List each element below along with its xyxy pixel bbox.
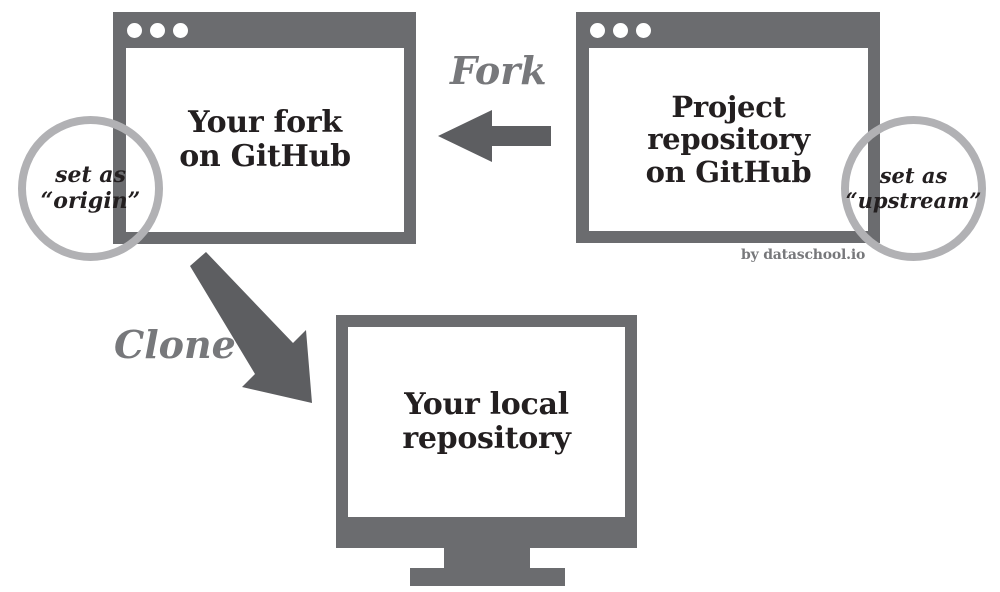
project-window-titlebar [576,12,880,48]
monitor-stand-foot [410,568,565,586]
monitor-screen: Your local repository [348,327,625,517]
upstream-badge-line-1: set as [879,163,948,189]
window-maximize-dot-icon[interactable] [173,23,188,38]
project-window-title-line-1: Project [671,89,786,124]
fork-browser-window: Your fork on GitHub [113,12,416,244]
window-close-dot-icon[interactable] [127,23,142,38]
window-minimize-dot-icon[interactable] [613,23,628,38]
monitor-title: Your local repository [402,387,571,456]
fork-arrow-icon [438,110,551,162]
origin-badge-line-1: set as [55,161,126,188]
window-close-dot-icon[interactable] [590,23,605,38]
project-window-title-line-3: on GitHub [645,154,812,189]
project-window-title-line-2: repository [647,122,810,157]
upstream-badge-line-2: “upstream” [845,187,982,213]
fork-window-titlebar [113,12,416,48]
fork-window-screen: Your fork on GitHub [126,48,404,232]
project-browser-window: Project repository on GitHub [576,12,880,243]
fork-window-title-line-1: Your fork [188,105,342,141]
upstream-badge: set as “upstream” [841,116,986,261]
project-window-screen: Project repository on GitHub [589,48,868,231]
clone-arrow-label: Clone [114,322,236,367]
window-maximize-dot-icon[interactable] [636,23,651,38]
fork-arrow-label: Fork [450,48,547,93]
origin-badge: set as “origin” [18,116,163,261]
fork-window-traffic-lights [127,23,188,38]
local-repository-monitor: Your local repository [336,315,637,548]
attribution-text: by dataschool.io [741,247,866,263]
window-minimize-dot-icon[interactable] [150,23,165,38]
monitor-title-line-2: repository [402,421,571,456]
monitor-title-line-1: Your local [404,387,569,423]
monitor-stand-neck [444,548,530,569]
project-window-title: Project repository on GitHub [645,89,812,189]
fork-window-title: Your fork on GitHub [179,106,351,173]
fork-window-title-line-2: on GitHub [179,139,351,174]
origin-badge-line-2: “origin” [40,187,141,214]
project-window-traffic-lights [590,23,651,38]
